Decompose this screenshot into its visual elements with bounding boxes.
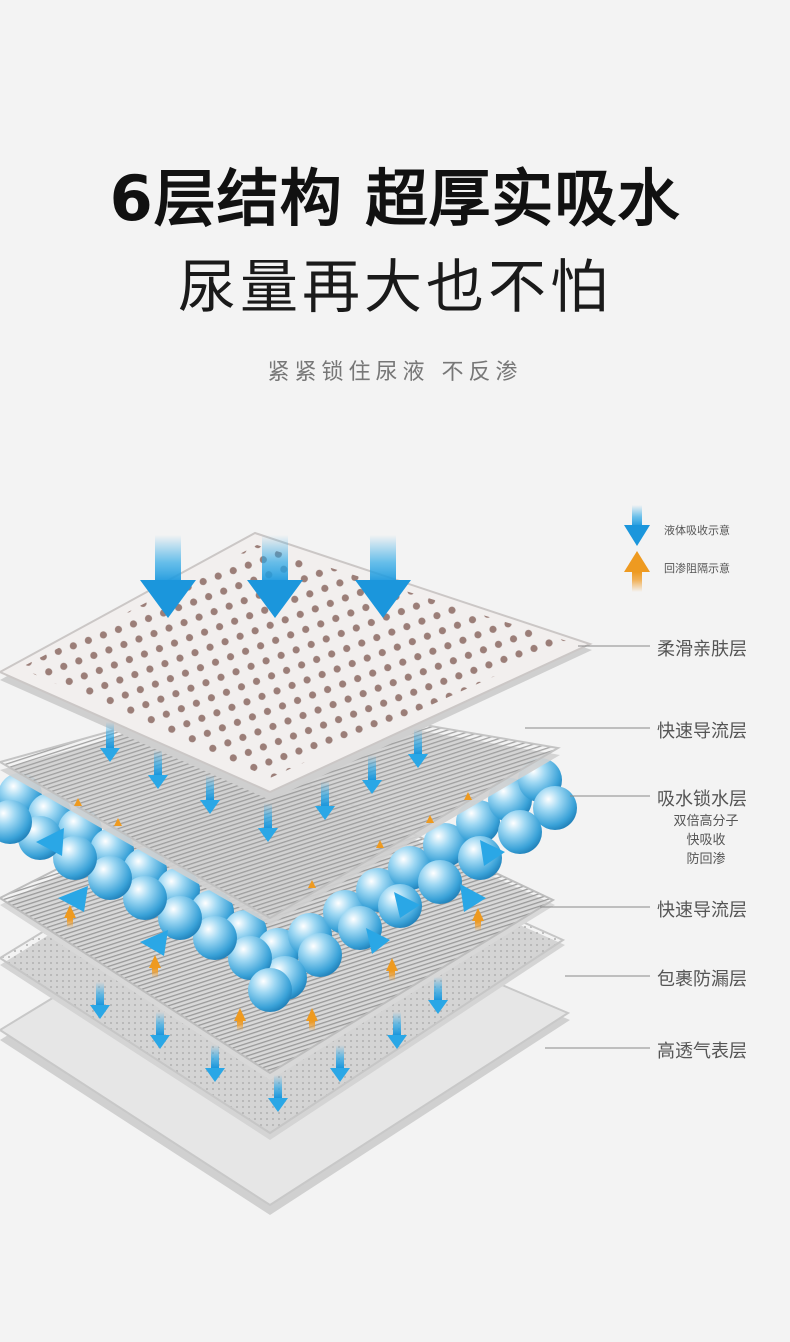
layer-label-1: 柔滑亲肤层 [657, 639, 747, 660]
mid-absorb-arrows [90, 722, 448, 1112]
absorb-arrow-icon [247, 535, 303, 618]
layer-3-note-line-3: 防回渗 [686, 852, 726, 867]
page-subtitle: 尿量再大也不怕 [177, 253, 612, 321]
layer-label-3: 吸水锁水层 [657, 789, 747, 810]
layer-label-4: 快速导流层 [657, 900, 747, 921]
layer-3-note-line-1: 双倍高分子 [673, 814, 739, 829]
layer-label-6: 高透气表层 [657, 1041, 747, 1062]
top-absorb-arrows [140, 535, 411, 618]
ball-layer-diversion-arrows [36, 828, 505, 956]
legend-absorb-label: 液体吸收示意 [664, 524, 730, 537]
legend-absorb-icon [624, 505, 650, 546]
layer-label-5: 包裹防漏层 [657, 969, 747, 990]
page-title: 6层结构 超厚实吸水 [109, 162, 681, 235]
legend-block-icon [624, 551, 650, 592]
layer-3-note-line-2: 快吸收 [686, 833, 726, 848]
leader-lines [525, 645, 650, 1049]
layer-label-2: 快速导流层 [657, 721, 747, 742]
absorb-arrow-icon [140, 535, 196, 618]
block-arrows [64, 792, 484, 1031]
legend-block-label: 回渗阻隔示意 [664, 562, 730, 575]
absorb-arrow-icon [355, 535, 411, 618]
page-tagline: 紧紧锁住尿液 不反渗 [267, 360, 523, 385]
